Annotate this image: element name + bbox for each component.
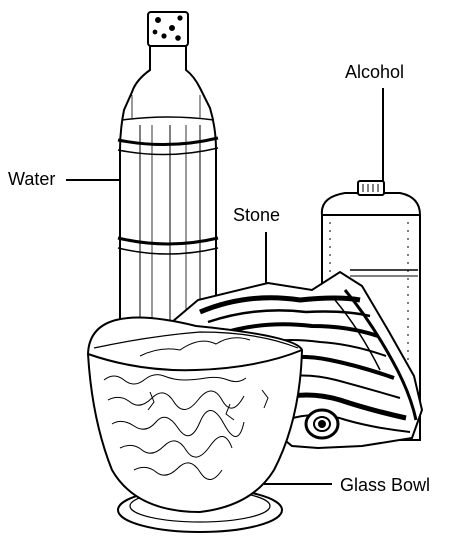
stone-label: Stone: [233, 206, 280, 224]
glass-bowl: [88, 318, 302, 532]
alcohol-bottle-cap: [358, 181, 384, 195]
water-label: Water: [8, 170, 55, 188]
alcohol-label: Alcohol: [345, 63, 404, 81]
glass-bowl-label: Glass Bowl: [340, 476, 430, 494]
cork-stopper: [148, 12, 188, 46]
